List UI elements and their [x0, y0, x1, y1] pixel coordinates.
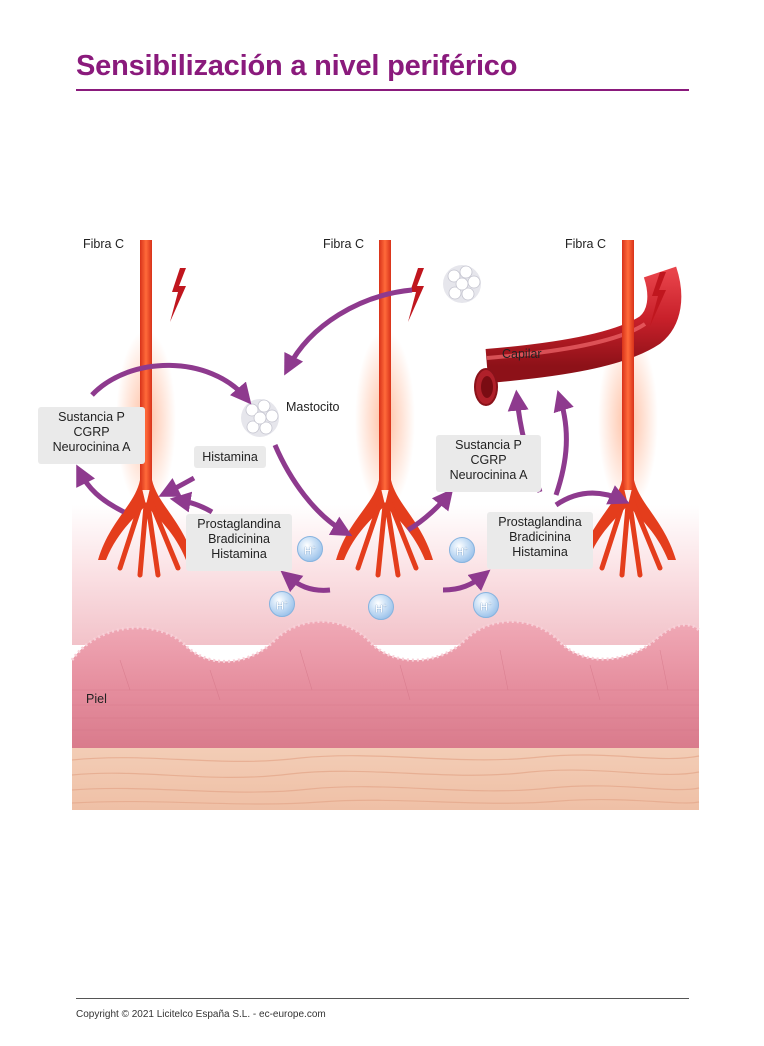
box-line: Histamina — [512, 545, 568, 559]
lightning-icon — [408, 268, 424, 322]
prostaglandina-box-left: Prostaglandina Bradicinina Histamina — [186, 514, 292, 571]
ion-label: H — [455, 546, 464, 559]
hydrogen-ion-icon: H+ — [368, 594, 394, 620]
hydrogen-ion-icon: H+ — [269, 591, 295, 617]
ion-charge: + — [463, 546, 469, 553]
mast-cell-icon — [443, 265, 481, 303]
ion-charge: + — [487, 601, 493, 608]
ion-label: H — [303, 545, 312, 558]
ion-charge: + — [283, 600, 289, 607]
fiber-label: Fibra C — [565, 237, 606, 251]
title-divider — [76, 89, 689, 91]
fiber-middle — [336, 240, 433, 578]
footer-divider — [76, 998, 689, 999]
box-line: Prostaglandina — [498, 515, 582, 529]
lightning-icon — [170, 268, 186, 322]
box-line: CGRP — [470, 453, 507, 467]
hydrogen-ion-icon: H+ — [297, 536, 323, 562]
box-line: Sustancia P — [58, 410, 125, 424]
histamina-box: Histamina — [194, 446, 266, 468]
flow-arrows — [76, 287, 630, 593]
capilar-label: Capilar — [502, 347, 542, 361]
mediator-box-right: Sustancia P CGRP Neurocinina A — [436, 435, 541, 492]
mastocito-label: Mastocito — [286, 400, 340, 414]
box-line: Prostaglandina — [197, 517, 281, 531]
hydrogen-ion-icon: H+ — [449, 537, 475, 563]
mediator-box-left: Sustancia P CGRP Neurocinina A — [38, 407, 145, 464]
ion-charge: + — [382, 603, 388, 610]
hydrogen-ion-icon: H+ — [473, 592, 499, 618]
box-line: Histamina — [202, 450, 258, 464]
ion-label: H — [479, 601, 488, 614]
box-line: CGRP — [73, 425, 110, 439]
box-line: Histamina — [211, 547, 267, 561]
box-line: Bradicinina — [509, 530, 571, 544]
box-line: Neurocinina A — [449, 468, 528, 482]
page-title: Sensibilización a nivel periférico — [76, 50, 518, 82]
lightning-icon — [650, 272, 666, 326]
mast-cell-icon — [241, 399, 279, 437]
fiber-label: Fibra C — [323, 237, 364, 251]
ion-charge: + — [311, 545, 317, 552]
capillary — [474, 266, 682, 406]
copyright-text: Copyright © 2021 Licitelco España S.L. -… — [76, 1009, 326, 1020]
skin-layer — [72, 621, 699, 748]
ion-label: H — [374, 603, 383, 616]
fiber-label: Fibra C — [83, 237, 124, 251]
ion-label: H — [275, 600, 284, 613]
box-line: Neurocinina A — [52, 440, 131, 454]
box-line: Bradicinina — [208, 532, 270, 546]
piel-label: Piel — [86, 692, 107, 706]
box-line: Sustancia P — [455, 438, 522, 452]
prostaglandina-box-right: Prostaglandina Bradicinina Histamina — [487, 512, 593, 569]
